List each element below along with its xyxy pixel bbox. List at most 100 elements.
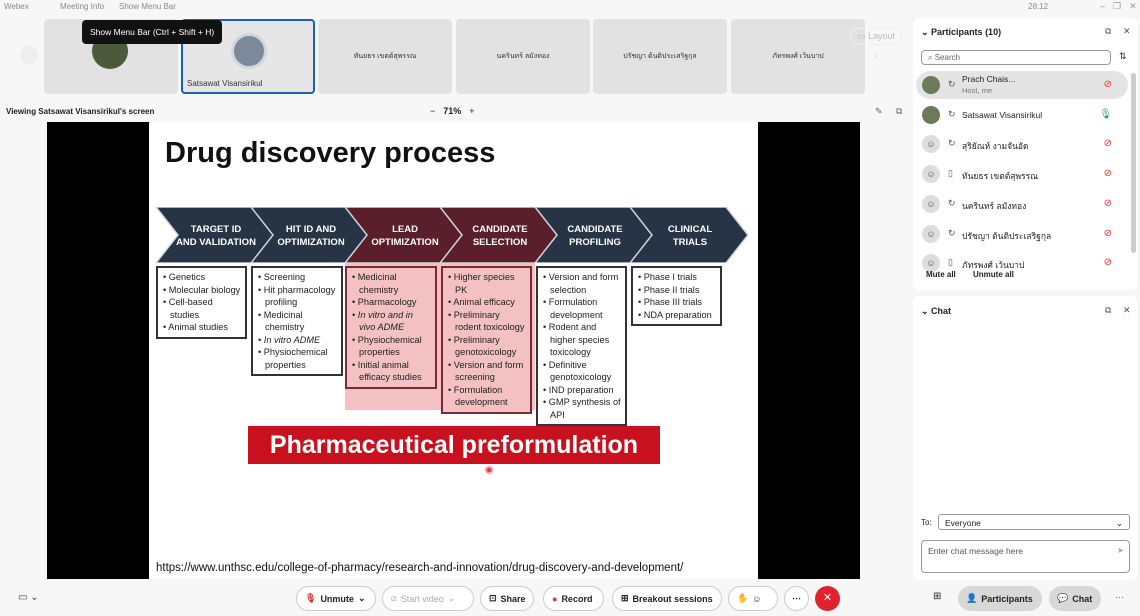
participant-row[interactable]: ↻ Satsawat Visansirikul 🎙 (916, 101, 1128, 129)
breakout-sessions-button[interactable]: ⊞Breakout sessions (612, 586, 722, 611)
apps-icon[interactable]: ⊞ (933, 591, 942, 602)
sort-icon[interactable]: ⇅ (1119, 51, 1127, 61)
zoom-out-button[interactable]: − (430, 106, 436, 116)
captions-button[interactable]: ▭ ⌄ (18, 592, 39, 603)
stage-chevron (629, 207, 749, 263)
chat-toggle-label: Chat (1072, 593, 1093, 604)
activity-item: Medicinal chemistry (352, 271, 431, 296)
chat-panel: ⌄ Chat ⧉ ✕ To: Everyone⌄ Enter chat mess… (913, 296, 1137, 580)
share-button[interactable]: ⊡Share (480, 586, 534, 611)
activity-item: IND preparation (543, 384, 621, 397)
recipient-select[interactable]: Everyone⌄ (938, 514, 1130, 530)
activity-item: Formulation development (448, 384, 526, 409)
webex-logo: Webex (4, 2, 29, 11)
laser-pointer (485, 466, 493, 474)
video-tile[interactable]: ทันยธร เขตต์สุพรรณ (318, 19, 452, 94)
chat-title: Chat (931, 306, 952, 316)
phone-icon: ▯ (948, 168, 953, 179)
participant-row[interactable]: ☺ ↻ ปรัชญา ต้นติประเสริฐกุล ⊘ (916, 220, 1128, 248)
mic-muted-icon[interactable]: ⊘ (1103, 138, 1112, 150)
emoji-icon[interactable]: ☺ (752, 593, 762, 604)
show-menu-bar-button[interactable]: Show Menu Bar (119, 2, 176, 11)
video-tile[interactable]: ภัทรพงศ์ เว้นบาป (731, 19, 865, 94)
chat-header[interactable]: ⌄ Chat (921, 306, 952, 316)
participants-toggle-button[interactable]: 👤Participants (958, 586, 1042, 611)
window-controls[interactable]: –❐ ✕ (1100, 1, 1140, 12)
unmute-all-button[interactable]: Unmute all (973, 270, 1014, 279)
slide-title: Drug discovery process (165, 137, 496, 169)
pop-out-icon[interactable]: ⧉ (1105, 305, 1112, 315)
zoom-in-button[interactable]: + (469, 106, 475, 116)
person-icon: 👤 (966, 593, 978, 603)
close-icon[interactable]: ✕ (1123, 26, 1131, 36)
scrollbar[interactable] (1131, 73, 1136, 253)
avatar: ☺ (922, 165, 940, 184)
video-tile[interactable]: ปรัชญา ต้นติประเสริฐกุล (593, 19, 727, 94)
participant-name: Prach Chais... (962, 74, 1016, 84)
more-options-button[interactable]: ⋯ (784, 586, 809, 611)
more-icon[interactable]: ⋯ (1115, 592, 1124, 602)
participants-header[interactable]: ⌄ Participants (10) (921, 27, 1002, 37)
participant-row[interactable]: ☺ ▯ ภัทรพงศ์ เว้นบาป ⊘ (916, 249, 1128, 277)
close-icon[interactable]: ✕ (1123, 305, 1131, 315)
recipient-value: Everyone (945, 518, 981, 528)
layout-button[interactable]: ▭ Layout (850, 28, 903, 45)
raise-hand-icon[interactable]: ✋ (737, 593, 749, 603)
activity-item: Preliminary rodent toxicology (448, 309, 526, 334)
mic-muted-icon[interactable]: ⊘ (1103, 197, 1112, 209)
stage-activities-box: Medicinal chemistryPharmacologyIn vitro … (345, 266, 437, 389)
pop-out-icon[interactable]: ⧉ (1105, 26, 1112, 36)
stage-label: CANDIDATE (472, 224, 527, 235)
preformulation-banner: Pharmaceutical preformulation (248, 426, 660, 464)
search-input[interactable]: ⌕ Search (921, 50, 1111, 65)
minimize-icon[interactable]: – (1100, 1, 1106, 11)
stage-label: TRIALS (673, 237, 707, 248)
participant-row[interactable]: ☺ ↻ นครินทร์ ลมังทอง ⊘ (916, 190, 1128, 218)
mic-muted-icon[interactable]: ⊘ (1103, 168, 1112, 180)
mic-muted-icon[interactable]: ⊘ (1103, 257, 1112, 269)
participant-row[interactable]: ☺ ▯ ทันยธร เขตต์สุพรรณ ⊘ (916, 160, 1128, 188)
activity-item: Hit pharmacology profiling (258, 284, 337, 309)
stage-activities-box: ScreeningHit pharmacology profilingMedic… (251, 266, 343, 376)
prev-page-button[interactable] (20, 46, 38, 64)
audio-connection-icon: ↻ (948, 197, 956, 208)
annotate-icon[interactable]: ✎ (875, 106, 883, 116)
chat-input[interactable]: Enter chat message here ➤ (921, 540, 1130, 573)
participants-toggle-label: Participants (981, 593, 1033, 604)
participant-row[interactable]: ☺ ↻ สุริยัณห์ งามจันอัด ⊘ (916, 130, 1128, 158)
activity-item: Definitive genotoxicology (543, 359, 621, 384)
stage-chevron (439, 207, 559, 263)
record-button[interactable]: ●Record (543, 586, 604, 611)
stage-label: CLINICAL (668, 224, 713, 235)
mic-muted-icon[interactable]: ⊘ (1103, 79, 1112, 90)
close-window-icon[interactable]: ✕ (1129, 1, 1137, 11)
participant-name: ทันยธร เขตต์สุพรรณ (962, 171, 1039, 182)
reactions-group[interactable]: ✋☺ (728, 586, 778, 611)
stage-chevron (534, 207, 654, 263)
chat-placeholder: Enter chat message here (928, 546, 1023, 556)
participant-role: Host, me (962, 86, 993, 95)
mic-on-icon[interactable]: 🎙 (1099, 108, 1112, 120)
next-page-button[interactable]: › (875, 50, 878, 60)
participant-name: ภัทรพงศ์ เว้นบาป (962, 260, 1025, 271)
start-video-button[interactable]: ⧄Start video ⌄ (382, 586, 474, 611)
unmute-label: Unmute (320, 593, 354, 604)
maximize-icon[interactable]: ❐ (1113, 1, 1122, 11)
layout-label: Layout (868, 31, 896, 41)
share-label: Share (500, 593, 526, 604)
mute-all-button[interactable]: Mute all (926, 270, 956, 279)
unmute-button[interactable]: 🎙Unmute ⌄ (296, 586, 376, 611)
mic-muted-icon[interactable]: ⊘ (1103, 227, 1112, 239)
chat-toggle-button[interactable]: 💬Chat (1049, 586, 1101, 611)
video-tile[interactable]: นครินทร์ ลมังทอง (456, 19, 590, 94)
end-call-button[interactable]: ✕ (815, 586, 840, 611)
pop-out-screen-icon[interactable]: ⧉ (896, 106, 903, 116)
tooltip: Show Menu Bar (Ctrl + Shift + H) (82, 20, 223, 44)
meeting-info-button[interactable]: Meeting Info (60, 2, 105, 11)
participant-row[interactable]: ↻ Prach Chais... Host, me ⊘ (916, 71, 1128, 99)
avatar (922, 105, 940, 124)
send-icon[interactable]: ➤ (1116, 545, 1124, 555)
stage-label: TARGET ID (191, 224, 242, 235)
